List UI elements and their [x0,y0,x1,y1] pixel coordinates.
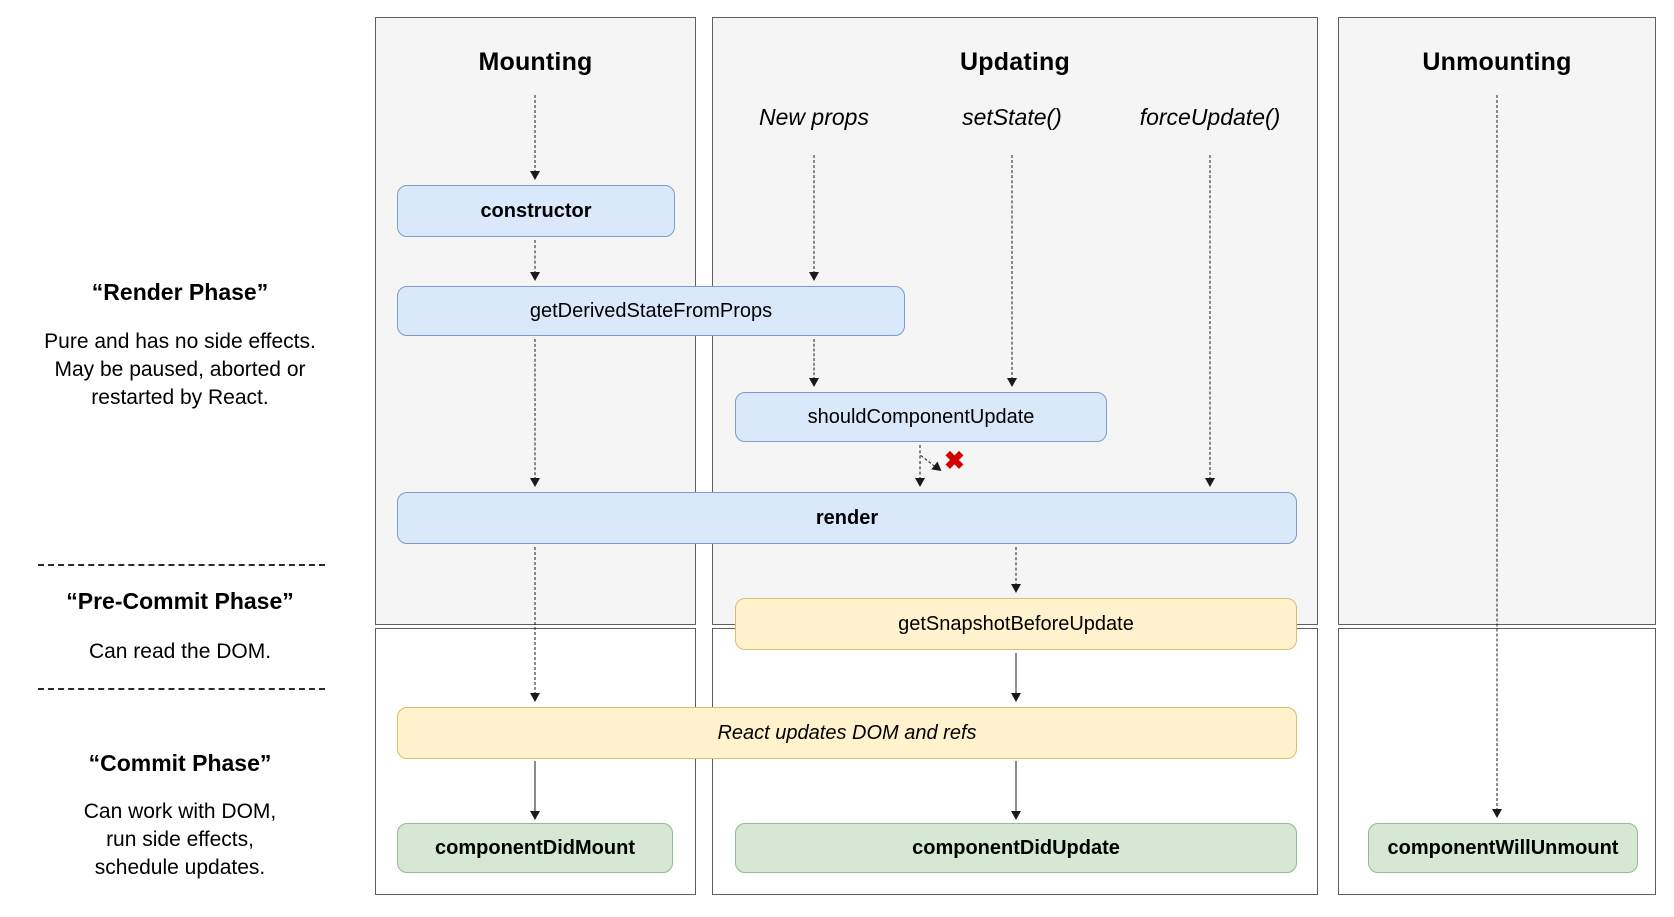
node-react-updates-dom: React updates DOM and refs [397,707,1297,759]
node-componentwillunmount: componentWillUnmount [1368,823,1638,873]
node-render: render [397,492,1297,544]
node-shouldcomponentupdate: shouldComponentUpdate [735,392,1107,442]
node-componentdidupdate: componentDidUpdate [735,823,1297,873]
arrow-setstate-to-shouldcomponentupdate [1006,155,1018,387]
commit-phase-description: Can work with DOM, run side effects, sch… [83,800,277,879]
node-getsnapshotbeforeupdate: getSnapshotBeforeUpdate [735,598,1297,650]
render-phase-title: “Render Phase” [91,279,269,305]
trigger-new-props: New props [759,104,869,130]
arrow-domupdate-to-componentdidmount [529,761,541,820]
arrow-newprops-to-getderivedstate [808,155,820,281]
commit-phase-title: “Commit Phase” [88,750,272,776]
render-phase-description: Pure and has no side effects. May be pau… [44,330,316,409]
updating-column-title: Updating [960,48,1070,76]
phase-separator-top [38,564,325,566]
arrow-forceupdate-to-render [1204,155,1216,487]
node-getderivedstatefromprops: getDerivedStateFromProps [397,286,905,336]
mounting-column-title: Mounting [478,48,593,76]
arrow-getsnapshot-to-domupdate [1010,653,1022,702]
arrow-unmounting-to-componentwillunmount [1491,95,1503,818]
phase-separator-bottom [38,688,325,690]
arrow-shouldcomponentupdate-to-render [914,445,926,487]
arrow-domupdate-to-componentdidupdate [1010,761,1022,820]
arrow-render-to-domupdate-mounting [529,547,541,702]
arrow-getderivedstate-to-render-mounting [529,339,541,487]
pre-commit-phase-title: “Pre-Commit Phase” [66,588,294,614]
node-constructor: constructor [397,185,675,237]
arrow-mounting-start-to-constructor [529,95,541,180]
pre-commit-phase-description: Can read the DOM. [88,640,272,663]
unmounting-column-title: Unmounting [1422,48,1572,76]
trigger-force-update: forceUpdate() [1139,104,1281,130]
node-componentdidmount: componentDidMount [397,823,673,873]
arrow-constructor-to-getderivedstate [529,240,541,281]
arrow-render-to-getsnapshot [1010,547,1022,593]
trigger-set-state: setState() [962,104,1062,130]
arrow-getderivedstate-to-shouldcomponentupdate [808,339,820,387]
abort-cross-icon: ✖ [944,447,965,475]
